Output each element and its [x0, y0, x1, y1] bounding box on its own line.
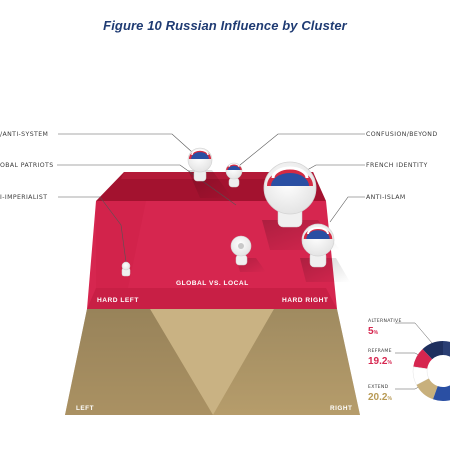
bubble-anti-imperialist-icon: [121, 261, 131, 277]
cluster-label-anti-imperialist: I-IMPERIALIST: [0, 194, 47, 201]
area-label-hard-left: HARD LEFT: [97, 297, 139, 304]
bubble-anti-system-icon: [187, 147, 232, 198]
area-label-right: RIGHT: [330, 405, 352, 412]
cluster-label-global-patriots: OBAL PATRIOTS: [0, 162, 54, 169]
legend-value-extend: 20.2%: [368, 392, 392, 403]
donut-chart: [412, 341, 450, 401]
cluster-label-anti-islam: ANTI-ISLAM: [366, 194, 406, 201]
figure-title: Figure 10 Russian Influence by Cluster: [103, 18, 347, 33]
area-label-left: LEFT: [76, 405, 94, 412]
base-layer: [65, 309, 360, 415]
legend-name-alternative: ALTERNATIVE: [368, 318, 402, 324]
bubble-global-patriots-icon: [230, 235, 266, 272]
bubble-anti-islam-icon: [300, 223, 350, 282]
area-label-hard-right: HARD RIGHT: [282, 297, 328, 304]
bubble-confusion-icon: [225, 162, 243, 188]
cluster-label-anti-system: /ANTI-SYSTEM: [0, 131, 48, 138]
bubble-french-identity-icon: [262, 161, 340, 250]
cluster-label-confusion: CONFUSION/BEYOND: [366, 131, 438, 138]
area-label-global-vs-local: GLOBAL VS. LOCAL: [176, 280, 249, 287]
legend-value-reframe: 19.2%: [368, 356, 392, 367]
legend-name-extend: EXTEND: [368, 384, 389, 390]
legend: ALTERNATIVE 5% REFRAME 19.2% EXTEND 20.2…: [368, 318, 450, 403]
legend-value-alternative: 5%: [368, 326, 379, 337]
legend-name-reframe: REFRAME: [368, 348, 392, 354]
cluster-label-french-identity: FRENCH IDENTITY: [366, 162, 428, 169]
